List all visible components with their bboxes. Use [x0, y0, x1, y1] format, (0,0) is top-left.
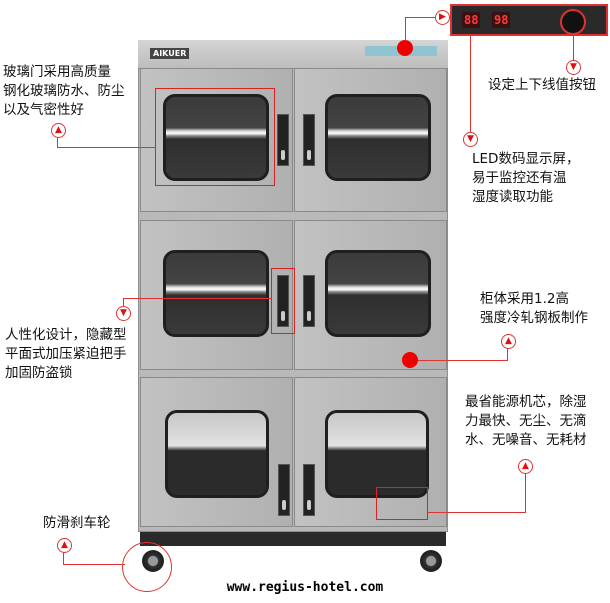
- annotation-core: 最省能源机芯，除湿力最快、无尘、无滴水、无噪音、无耗材: [465, 394, 587, 448]
- annotation-buttons: 设定上下线值按钮: [488, 77, 596, 93]
- marker-dot: [397, 40, 413, 56]
- brand-logo: AIKUER: [150, 48, 190, 59]
- wheel: [420, 550, 442, 572]
- arrow-right-icon: ▶: [435, 10, 450, 25]
- door-handle[interactable]: [303, 114, 315, 166]
- cabinet-base: [140, 532, 446, 546]
- marker-dot: [402, 352, 418, 368]
- temperature-display: 98: [492, 12, 511, 28]
- door-handle[interactable]: [303, 464, 315, 516]
- annotation-wheel: 防滑刹车轮: [43, 515, 111, 531]
- highlight-box: [155, 88, 275, 186]
- glass-window: [165, 410, 269, 498]
- highlight-box: [271, 268, 295, 334]
- door-handle[interactable]: [277, 114, 289, 166]
- arrow-down-icon: ▼: [463, 132, 478, 147]
- door-handle[interactable]: [277, 275, 289, 327]
- annotation-led: LED数码显示屏，易于监控还有温湿度读取功能: [472, 151, 580, 205]
- arrow-up-icon: ▲: [518, 459, 533, 474]
- glass-window: [163, 250, 269, 337]
- glass-window: [325, 94, 431, 181]
- highlight-circle: [122, 542, 172, 592]
- annotation-glass: 玻璃门采用高质量钢化玻璃防水、防尘以及气密性好: [3, 64, 125, 118]
- watermark-url: www.regius-hotel.com: [226, 580, 384, 595]
- glass-window: [325, 410, 429, 498]
- highlight-box: [376, 487, 428, 520]
- set-buttons[interactable]: [560, 9, 586, 35]
- door-handle[interactable]: [303, 275, 315, 327]
- glass-window: [163, 94, 269, 181]
- arrow-down-icon: ▼: [116, 306, 131, 321]
- arrow-up-icon: ▲: [51, 123, 66, 138]
- door-handle[interactable]: [278, 464, 290, 516]
- annotation-handle: 人性化设计，隐藏型平面式加压紧迫把手加固防盗锁: [5, 327, 127, 381]
- humidity-display: 88: [462, 12, 481, 28]
- annotation-steel: 柜体采用1.2高强度冷轧钢板制作: [480, 291, 588, 326]
- arrow-up-icon: ▲: [501, 334, 516, 349]
- arrow-down-icon: ▼: [566, 60, 581, 75]
- arrow-up-icon: ▲: [57, 538, 72, 553]
- glass-window: [325, 250, 431, 337]
- control-panel-detail: 88 98: [450, 4, 608, 36]
